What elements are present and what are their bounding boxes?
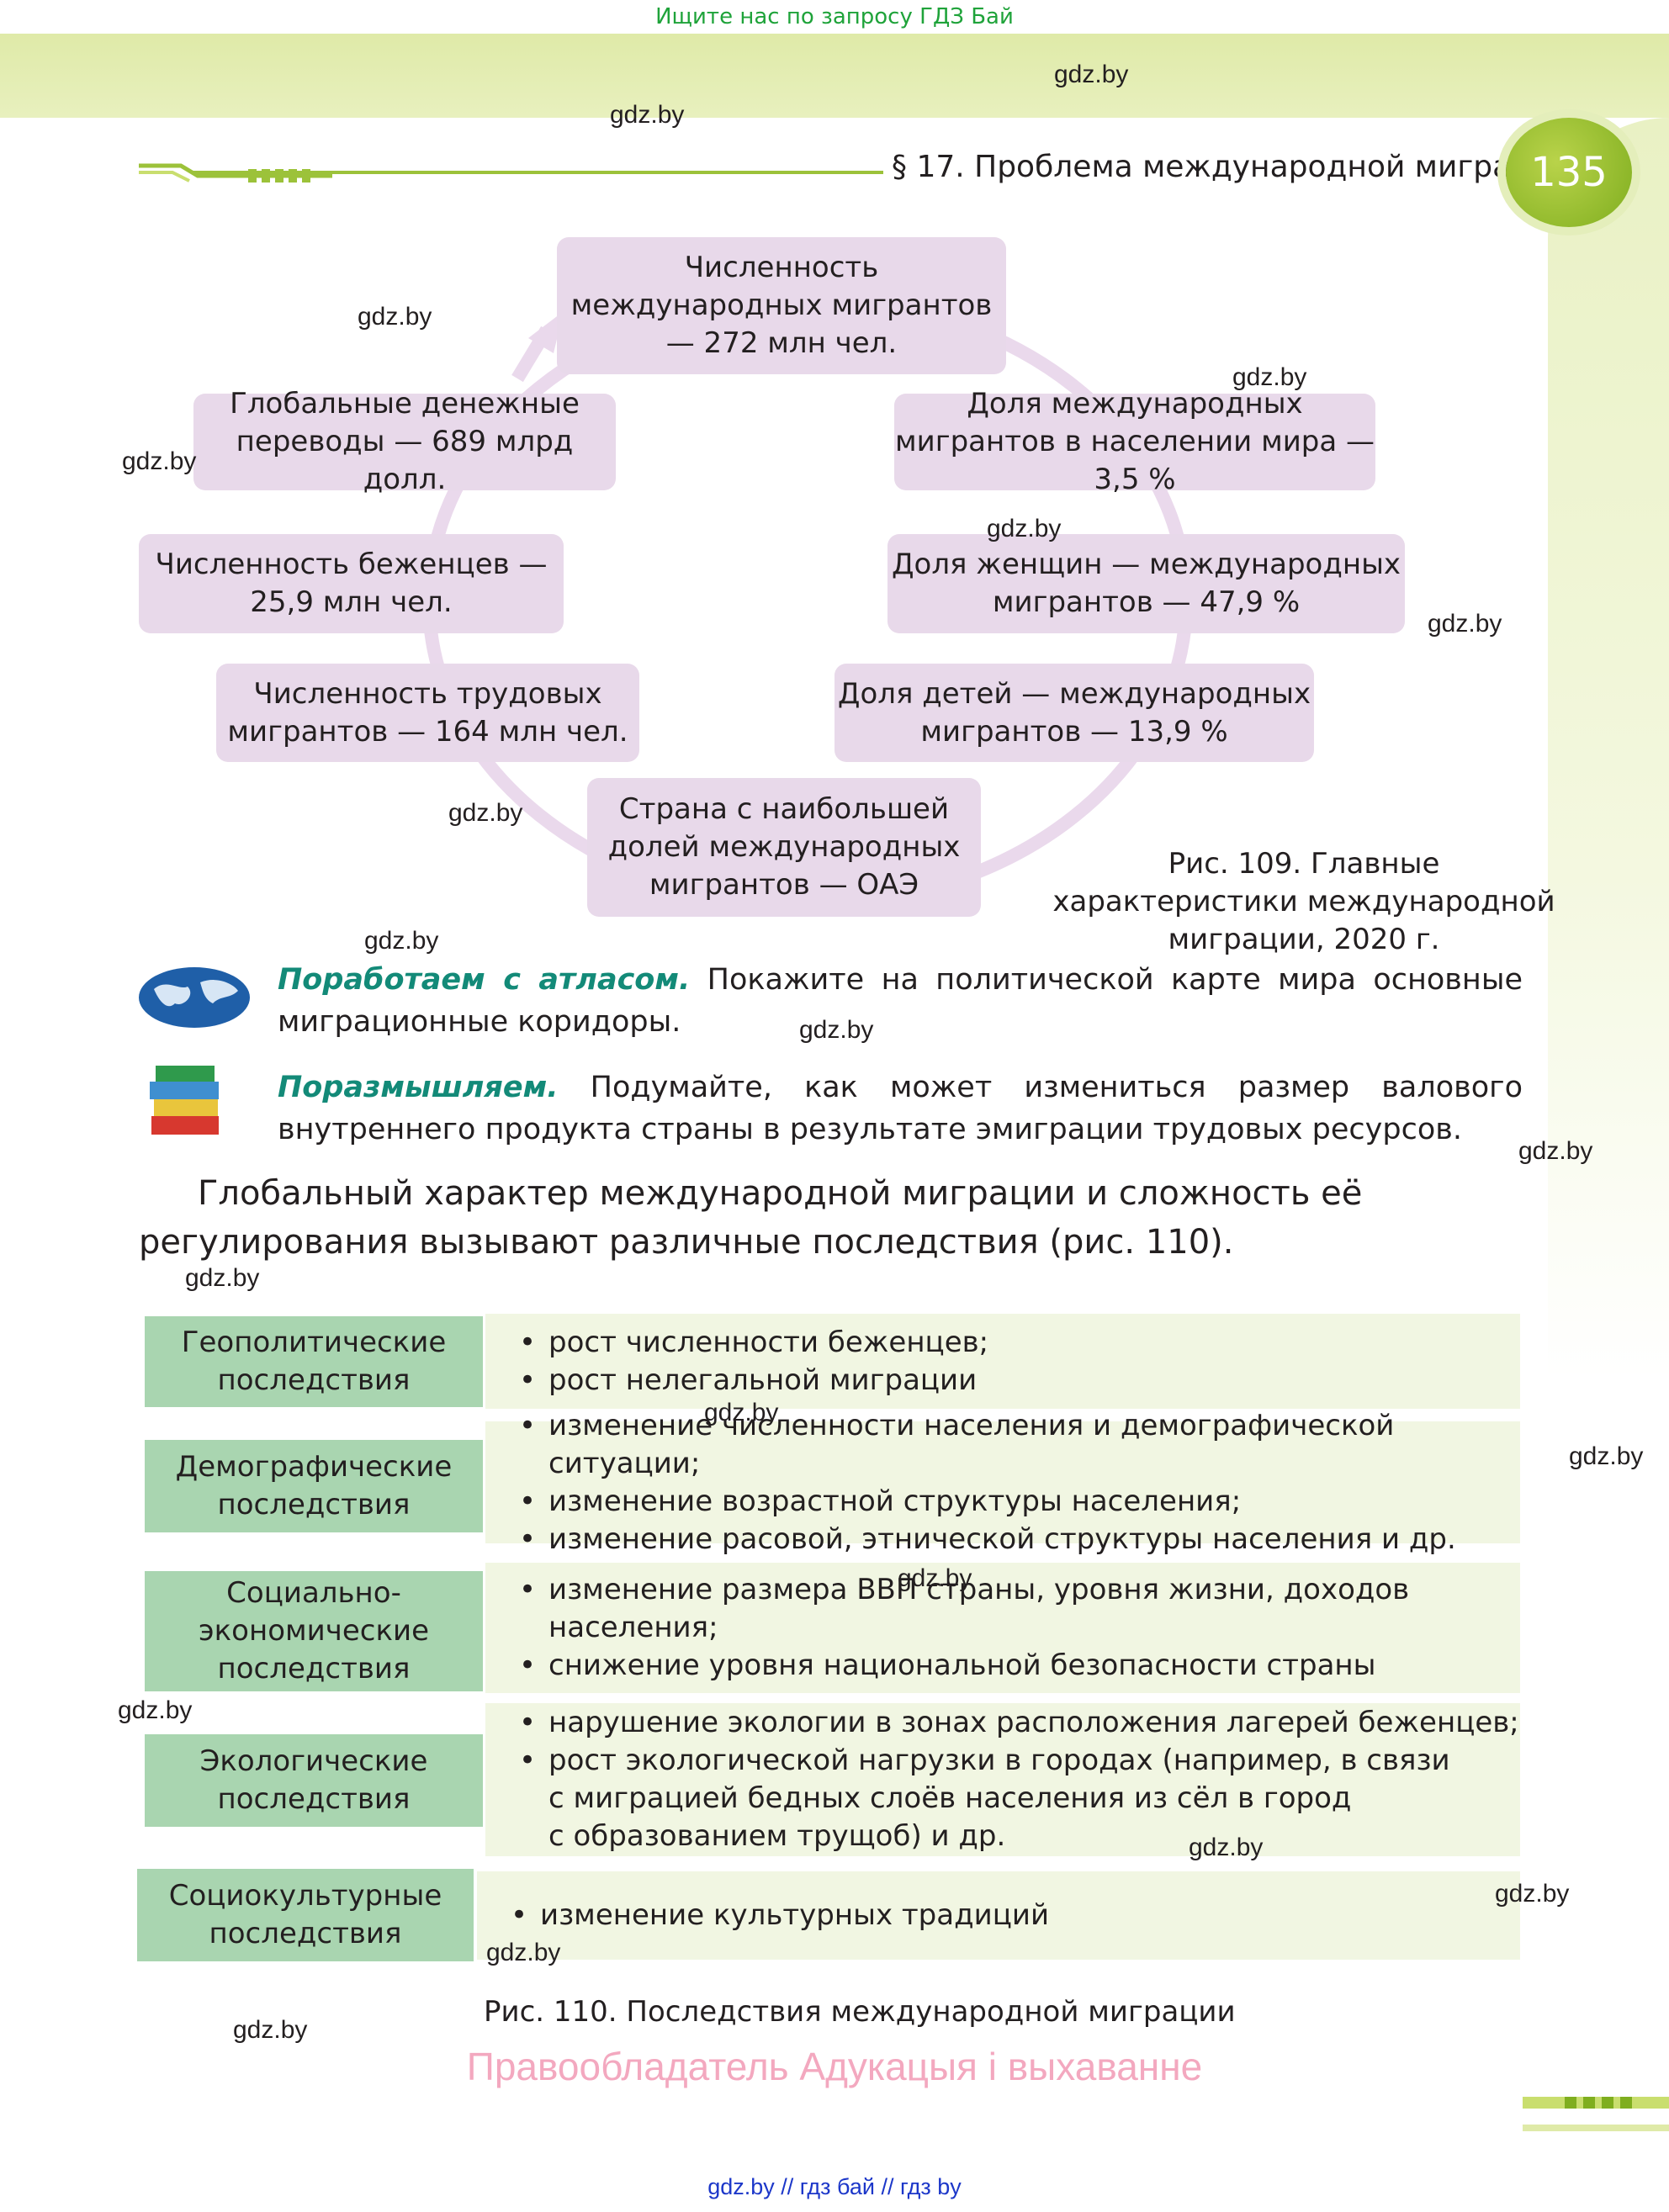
top-decor-band (0, 34, 1669, 118)
section-title: § 17. Проблема международной миграции (892, 150, 1571, 184)
diagram-box-labour-migrants: Численность трудовых мигрантов — 164 млн… (216, 664, 639, 762)
watermark: gdz.by (1569, 1442, 1644, 1470)
watermark: gdz.by (486, 1939, 561, 1966)
diagram-box-refugees: Численность беженцев — 25,9 млн чел. (139, 534, 564, 633)
diagram-box-migrants-share: Доля международных мигрантов в населении… (894, 387, 1375, 496)
diagram-box-children-share: Доля детей — международных мигрантов — 1… (834, 664, 1314, 762)
watermark: gdz.by (122, 447, 197, 475)
list-item: изменение возрастной структуры населения… (519, 1483, 1520, 1521)
footer-links[interactable]: gdz.by // гдз бай // гдз by (707, 2174, 962, 2199)
diagram-box-remittances: Глобальные денежные переводы — 689 млрд … (193, 387, 616, 496)
watermark: gdz.by (610, 101, 685, 129)
list-item: рост численности беженцев; (519, 1324, 1520, 1362)
category-demographic: Демографические последствия (145, 1440, 483, 1532)
books-icon (150, 1066, 219, 1135)
list-item: с миграцией бедных слоёв населения из сё… (548, 1781, 1352, 1815)
diagram-box-women-share: Доля женщин — международных мигрантов — … (887, 534, 1405, 633)
list-item: рост нелегальной миграции (519, 1362, 1520, 1400)
rights-holder-note: Правообладатель Адукацыя і выхаванне (466, 2045, 1203, 2088)
list-item: изменение культурных традиций (511, 1897, 1520, 1934)
watermark: gdz.by (358, 303, 432, 331)
watermark: gdz.by (799, 1016, 874, 1044)
watermark: gdz.by (987, 515, 1062, 542)
body-paragraph: Глобальный характер международной миграц… (139, 1174, 1363, 1262)
bottom-decor-icon (1523, 2097, 1669, 2131)
figure-109-caption: Рис. 109. Главные характеристики междуна… (1052, 847, 1555, 956)
diagram-box-top-country: Страна с наибольшей долей международных … (587, 778, 981, 917)
category-geopolitical: Геополитические последствия (145, 1316, 483, 1407)
watermark: gdz.by (1518, 1137, 1593, 1165)
atlas-task: Поработаем с атласом. Покажите на полити… (278, 959, 1523, 1043)
atlas-task-label: Поработаем с атласом. (278, 963, 691, 997)
watermark: gdz.by (1495, 1880, 1570, 1908)
watermark: gdz.by (364, 927, 439, 955)
consequence-demographic-items: изменение численности населения и демогр… (485, 1407, 1520, 1558)
think-task-label: Поразмышляем. (278, 1071, 559, 1104)
watermark: gdz.by (448, 799, 523, 827)
watermark: gdz.by (118, 1696, 193, 1724)
consequence-sociocultural-items: изменение культурных традиций (477, 1871, 1520, 1960)
watermark: gdz.by (704, 1399, 779, 1426)
watermark: gdz.by (1232, 363, 1307, 391)
top-note: Ищите нас по запросу ГДЗ Бай (655, 4, 1014, 29)
list-item: с образованием трущоб) и др. (548, 1819, 1006, 1853)
page-number: 135 (1506, 118, 1632, 227)
watermark: gdz.by (1054, 61, 1129, 88)
watermark: gdz.by (185, 1264, 260, 1292)
right-decor-band (1548, 118, 1669, 1379)
header-decor-icon (139, 163, 332, 183)
consequence-ecological-items: нарушение экологии в зонах расположения … (485, 1703, 1520, 1856)
list-item: нарушение экологии в зонах расположения … (519, 1704, 1520, 1742)
consequence-socioeconomic-items: изменение размера ВВП страны, уровня жиз… (485, 1563, 1520, 1693)
list-item: изменение расовой, этнической структуры … (519, 1521, 1520, 1558)
figure-110-caption: Рис. 110. Последствия международной мигр… (484, 1995, 1236, 2029)
category-sociocultural: Социокультурные последствия (137, 1869, 474, 1961)
consequence-geopolitical-items: рост численности беженцев; рост нелегаль… (485, 1314, 1520, 1409)
globe-map-icon (139, 967, 250, 1028)
list-item: изменение размера ВВП страны, уровня жиз… (519, 1571, 1520, 1647)
think-task-text: Подумайте, как может измениться размер в… (278, 1071, 1523, 1146)
watermark: gdz.by (233, 2016, 308, 2044)
atlas-task-text: Покажите на политической карте мира осно… (278, 963, 1523, 1039)
watermark: gdz.by (1428, 610, 1502, 638)
category-ecological: Экологические последствия (145, 1734, 483, 1827)
watermark: gdz.by (1189, 1834, 1264, 1861)
diagram-box-migrants-count: Численность международных мигрантов — 27… (557, 237, 1006, 374)
list-item: снижение уровня национальной безопасност… (519, 1647, 1520, 1685)
list-item: рост экологической нагрузки в городах (н… (519, 1742, 1520, 1780)
header-rule (193, 171, 883, 174)
think-task: Поразмышляем. Подумайте, как может измен… (278, 1066, 1523, 1151)
watermark: gdz.by (898, 1564, 972, 1592)
list-item: изменение численности населения и демогр… (519, 1407, 1520, 1483)
category-socioeconomic: Социально-экономические последствия (145, 1571, 483, 1691)
